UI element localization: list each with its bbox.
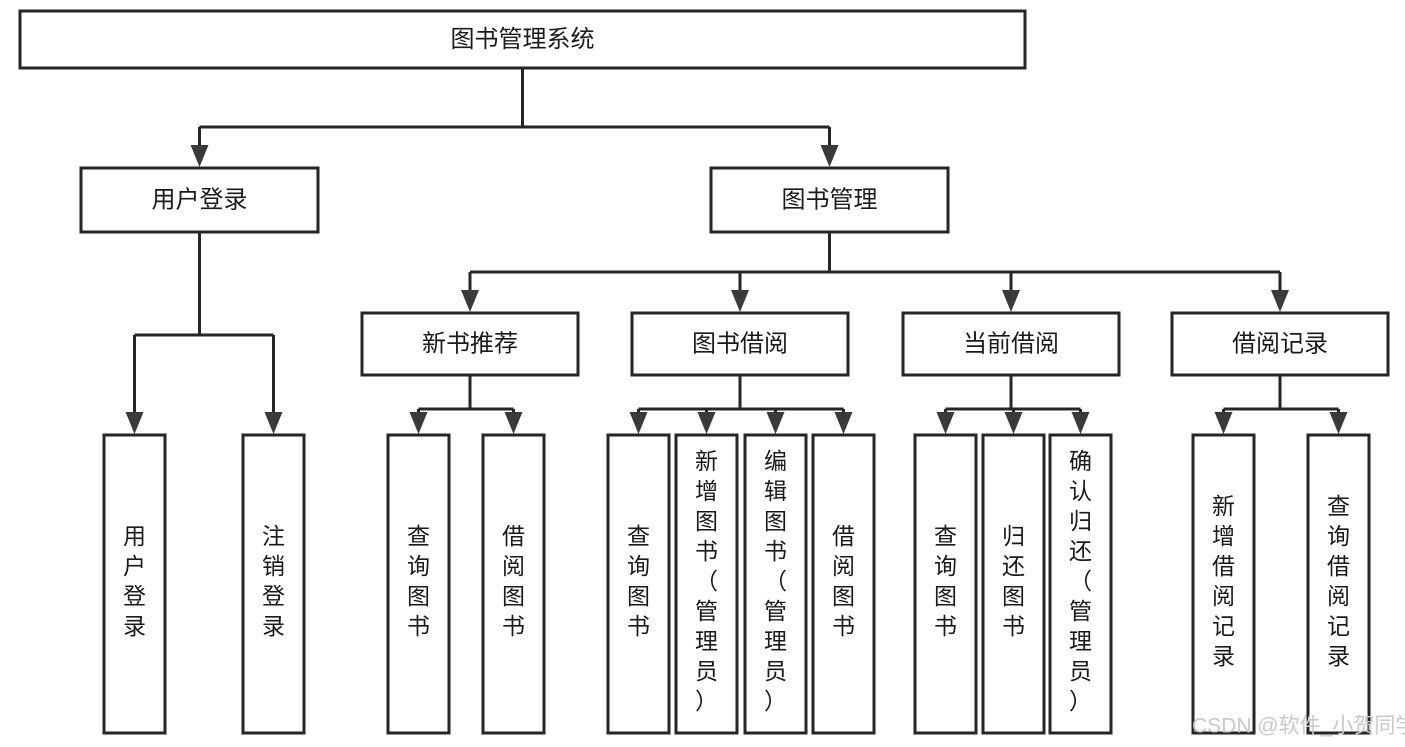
node-box-user-login — [79, 166, 320, 234]
node-box-leaf-edit-book-admin — [743, 433, 808, 735]
node-label-borrow-record: 借阅记录 — [1232, 330, 1328, 357]
node-box-leaf-user-logout — [241, 433, 306, 735]
arrow-head-icon-book-management-0 — [461, 290, 479, 312]
node-leaf-query-borrow-record[interactable]: 查询借阅记录 — [1306, 433, 1371, 735]
node-leaf-confirm-return-admin[interactable]: 确认归还（管理员） — [1048, 433, 1113, 735]
arrow-head-icon-book-borrow-3 — [834, 412, 853, 434]
node-box-new-book-recommend — [360, 311, 580, 377]
node-label-leaf-borrow-book-recommend: 借阅图书 — [502, 523, 525, 639]
arrow-head-icon-current-borrow-0 — [936, 412, 955, 434]
arrow-head-icon-book-management-2 — [1002, 290, 1020, 312]
connector-lines — [125, 68, 1348, 434]
arrow-head-icon-book-management-1 — [731, 290, 749, 312]
node-box-leaf-add-book-admin — [674, 433, 739, 735]
node-box-leaf-add-borrow-record — [1191, 433, 1256, 735]
arrow-head-icon-book-borrow-0 — [629, 412, 648, 434]
arrow-head-icon-book-management-3 — [1271, 290, 1289, 312]
node-borrow-record[interactable]: 借阅记录 — [1170, 311, 1390, 377]
node-label-leaf-user-login: 用户登录 — [123, 523, 146, 639]
node-box-book-borrow — [630, 311, 850, 377]
node-label-user-login: 用户登录 — [152, 186, 248, 213]
csdn-watermark-text: CSDN @软件_小贺同学 — [1192, 715, 1405, 738]
node-root[interactable]: 图书管理系统 — [18, 9, 1027, 70]
node-box-book-management — [709, 166, 950, 234]
node-box-current-borrow — [901, 311, 1121, 377]
arrow-head-icon-user-login-0 — [125, 412, 144, 434]
node-box-borrow-record — [1170, 311, 1390, 377]
node-label-root: 图书管理系统 — [451, 26, 595, 53]
arrow-head-icon-user-login-1 — [264, 412, 283, 434]
node-boxes: 图书管理系统用户登录图书管理新书推荐图书借阅当前借阅借阅记录用户登录注销登录查询… — [18, 9, 1390, 735]
node-label-current-borrow: 当前借阅 — [963, 330, 1059, 357]
node-box-leaf-query-book-borrow — [606, 433, 671, 735]
arrow-head-icon-new-book-recommend-1 — [504, 412, 523, 434]
node-label-leaf-add-borrow-record: 新增借阅记录 — [1212, 493, 1235, 669]
node-box-leaf-confirm-return-admin — [1048, 433, 1113, 735]
node-leaf-edit-book-admin[interactable]: 编辑图书（管理员） — [743, 433, 808, 735]
node-leaf-user-logout[interactable]: 注销登录 — [241, 433, 306, 735]
node-leaf-return-book[interactable]: 归还图书 — [981, 433, 1046, 735]
node-current-borrow[interactable]: 当前借阅 — [901, 311, 1121, 377]
arrow-head-icon-new-book-recommend-0 — [409, 412, 428, 434]
node-label-leaf-query-book-borrow: 查询图书 — [627, 523, 650, 639]
node-box-leaf-return-book — [981, 433, 1046, 735]
node-leaf-add-borrow-record[interactable]: 新增借阅记录 — [1191, 433, 1256, 735]
node-label-new-book-recommend: 新书推荐 — [422, 330, 518, 357]
node-label-book-management: 图书管理 — [782, 186, 878, 213]
arrow-head-icon-current-borrow-2 — [1071, 412, 1090, 434]
node-label-leaf-borrow-book: 借阅图书 — [832, 523, 855, 639]
node-label-leaf-confirm-return-admin: 确认归还（管理员） — [1069, 448, 1092, 714]
node-label-leaf-return-book: 归还图书 — [1002, 523, 1025, 639]
node-leaf-add-book-admin[interactable]: 新增图书（管理员） — [674, 433, 739, 735]
arrow-head-icon-current-borrow-1 — [1004, 412, 1023, 434]
node-label-leaf-query-book-recommend: 查询图书 — [407, 523, 430, 639]
node-box-leaf-query-borrow-record — [1306, 433, 1371, 735]
node-box-leaf-borrow-book-recommend — [481, 433, 546, 735]
node-leaf-borrow-book[interactable]: 借阅图书 — [811, 433, 876, 735]
arrow-head-icon-borrow-record-1 — [1329, 412, 1348, 434]
node-new-book-recommend[interactable]: 新书推荐 — [360, 311, 580, 377]
node-label-leaf-edit-book-admin: 编辑图书（管理员） — [764, 448, 787, 714]
node-box-root — [18, 9, 1027, 70]
node-box-leaf-borrow-book — [811, 433, 876, 735]
node-book-management[interactable]: 图书管理 — [709, 166, 950, 234]
node-leaf-query-book-borrow[interactable]: 查询图书 — [606, 433, 671, 735]
arrow-head-icon-root-1 — [820, 145, 839, 167]
node-label-leaf-query-borrow-record: 查询借阅记录 — [1327, 493, 1350, 669]
node-leaf-query-book-current[interactable]: 查询图书 — [913, 433, 978, 735]
node-box-leaf-query-book-current — [913, 433, 978, 735]
node-leaf-user-login[interactable]: 用户登录 — [102, 433, 167, 735]
node-book-borrow[interactable]: 图书借阅 — [630, 311, 850, 377]
node-label-leaf-user-logout: 注销登录 — [262, 523, 285, 639]
arrow-head-icon-root-0 — [190, 145, 209, 167]
node-label-leaf-add-book-admin: 新增图书（管理员） — [695, 448, 718, 714]
watermark: CSDN @软件_小贺同学 — [1192, 715, 1405, 738]
node-box-leaf-query-book-recommend — [386, 433, 451, 735]
node-leaf-borrow-book-recommend[interactable]: 借阅图书 — [481, 433, 546, 735]
node-user-login[interactable]: 用户登录 — [79, 166, 320, 234]
node-leaf-query-book-recommend[interactable]: 查询图书 — [386, 433, 451, 735]
node-box-leaf-user-login — [102, 433, 167, 735]
arrow-head-icon-book-borrow-1 — [697, 412, 716, 434]
node-label-book-borrow: 图书借阅 — [692, 330, 788, 357]
arrow-head-icon-book-borrow-2 — [766, 412, 785, 434]
node-label-leaf-query-book-current: 查询图书 — [934, 523, 957, 639]
arrow-head-icon-borrow-record-0 — [1214, 412, 1233, 434]
